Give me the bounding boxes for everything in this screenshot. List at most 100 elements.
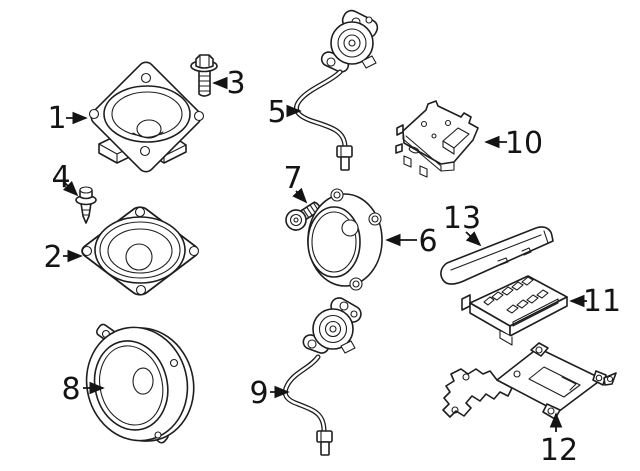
speaker-cone-rim [103, 85, 191, 143]
callout-6[interactable]: 6 [385, 224, 438, 259]
side-tab [396, 124, 404, 136]
tweeter-tab [340, 340, 356, 354]
callout-13[interactable]: 13 [443, 201, 482, 247]
amp-vent [483, 296, 495, 306]
cone-arc [132, 131, 164, 138]
amp-foot [499, 330, 513, 346]
part-1-box-speaker[interactable] [88, 59, 205, 175]
callout-5[interactable]: 5 [267, 95, 302, 130]
amp-vent [506, 289, 549, 314]
tweeter-center [329, 325, 337, 333]
mounting-hole [88, 108, 100, 120]
amp-side-tab [461, 294, 471, 311]
plate-hole [431, 133, 437, 139]
speaker-cone [311, 211, 357, 273]
screw-threads [302, 202, 320, 219]
callout-1-label: 1 [47, 101, 66, 136]
tweeter-ring [318, 314, 348, 344]
part-9-tweeter-harness[interactable] [282, 295, 364, 456]
mounting-hole [169, 358, 179, 368]
bolt-hex-head [195, 54, 214, 69]
connector-tip [340, 156, 350, 171]
mounting-hole [81, 245, 93, 257]
amp-vent [491, 276, 534, 301]
callout-2[interactable]: 2 [43, 240, 83, 275]
dust-cap [136, 119, 162, 139]
bracket-arm [442, 368, 513, 418]
part-10-module-plate[interactable] [395, 100, 479, 178]
callout-9[interactable]: 9 [249, 376, 290, 411]
tweeter-center [348, 39, 356, 47]
callout-13-arrow [465, 231, 482, 247]
mounting-hole [135, 284, 147, 296]
callout-3-label: 3 [226, 66, 245, 101]
plate-foot [403, 155, 412, 168]
bracket-hole [513, 370, 521, 378]
part-4-push-clip[interactable] [75, 186, 97, 224]
tweeter-body [330, 21, 374, 65]
mounting-hole [134, 206, 146, 218]
bolt-threads [198, 75, 211, 92]
mounting-hole [193, 110, 205, 122]
amp-front-slot [512, 298, 559, 327]
plate-slot [408, 146, 420, 154]
mounting-hole [140, 72, 152, 84]
part-5-tweeter-harness[interactable] [294, 8, 380, 171]
callout-12[interactable]: 12 [540, 412, 578, 468]
mounting-hole [339, 301, 349, 311]
mounting-hole [371, 215, 379, 223]
callout-7-arrow [292, 187, 308, 204]
harness-wire-core [284, 355, 326, 433]
bracket-cutout-step [561, 376, 577, 391]
mounting-hole [307, 339, 317, 349]
cone-opening [341, 219, 359, 237]
clip-stem [80, 202, 92, 224]
mounting-hole [365, 16, 373, 24]
tweeter-ring [337, 28, 367, 58]
part-3-bolt[interactable] [190, 54, 218, 97]
callout-10[interactable]: 10 [484, 126, 543, 161]
mounting-hole [352, 280, 360, 288]
callout-4-label: 4 [51, 160, 70, 195]
callout-2-label: 2 [43, 240, 62, 275]
speaker-cone-rim [307, 206, 361, 278]
callout-5-label: 5 [267, 95, 286, 130]
harness-wire [294, 69, 348, 149]
tweeter-body [312, 308, 354, 350]
amp-right-face [509, 296, 568, 337]
callout-13-label: 13 [443, 201, 481, 236]
part-8-oval-speaker[interactable] [75, 315, 206, 453]
mounting-hole [350, 310, 358, 318]
plate-foot [419, 165, 428, 178]
screw-head [289, 213, 303, 227]
callout-6-label: 6 [418, 224, 437, 259]
mounting-hole [188, 245, 200, 257]
part-13-cover[interactable] [440, 226, 554, 285]
part-11-amplifier[interactable] [461, 275, 568, 346]
callout-4-arrow [62, 180, 79, 197]
side-tab [395, 143, 403, 154]
screw-washer [285, 209, 307, 231]
dust-cap [125, 243, 153, 271]
plate-top-face [402, 100, 479, 165]
callout-8[interactable]: 8 [61, 372, 105, 407]
callout-7[interactable]: 7 [283, 161, 308, 204]
mounting-hole [326, 57, 336, 67]
callout-1[interactable]: 1 [47, 101, 88, 136]
tweeter-dome [343, 34, 361, 52]
callout-3[interactable]: 3 [212, 66, 246, 101]
part-7-screw[interactable] [282, 197, 324, 234]
callout-4[interactable]: 4 [51, 160, 79, 197]
plate-hole [420, 120, 428, 128]
part-12-mounting-bracket[interactable] [442, 342, 617, 420]
part-2-square-speaker[interactable] [78, 204, 201, 297]
callout-11[interactable]: 11 [569, 284, 621, 319]
callout-7-label: 7 [283, 161, 302, 196]
part-6-oval-speaker[interactable] [307, 188, 383, 291]
bolt-hex-facet [199, 54, 210, 67]
cover-notch [497, 247, 532, 266]
callout-12-label: 12 [540, 433, 578, 468]
clip-stem-ribs [81, 209, 91, 216]
